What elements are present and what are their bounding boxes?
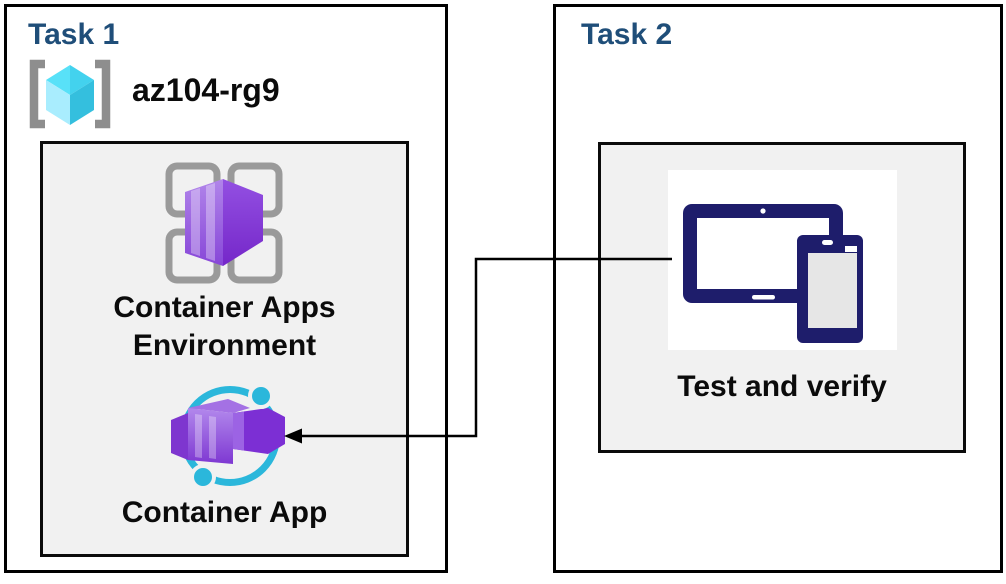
- container-app-icon: [171, 383, 285, 490]
- orbit-dot-bottom: [190, 464, 216, 490]
- environment-label-line2: Environment: [132, 329, 317, 362]
- phone-notch: [845, 246, 857, 252]
- tablet-and-phone-icon: [668, 170, 897, 350]
- bracket-left: [29, 59, 45, 129]
- bracket-right: [95, 59, 111, 129]
- environment-label-line1: Container Apps: [113, 291, 336, 324]
- phone-screen: [808, 253, 857, 328]
- test-and-verify-label: Test and verify: [677, 370, 887, 403]
- task1-title: Task 1: [28, 18, 120, 51]
- tablet-camera: [760, 208, 766, 214]
- container-app-label: Container App: [121, 496, 328, 529]
- azure-resource-group-icon: [29, 59, 111, 129]
- orbit-dot-top: [248, 383, 274, 409]
- container-apps-environment-icon: [165, 162, 283, 284]
- environment-label: Container Apps Environment: [40, 289, 409, 365]
- task2-title: Task 2: [581, 18, 673, 51]
- resource-group-name: az104-rg9: [132, 72, 280, 108]
- phone-speaker: [822, 240, 833, 245]
- tablet-home-slot: [752, 295, 775, 300]
